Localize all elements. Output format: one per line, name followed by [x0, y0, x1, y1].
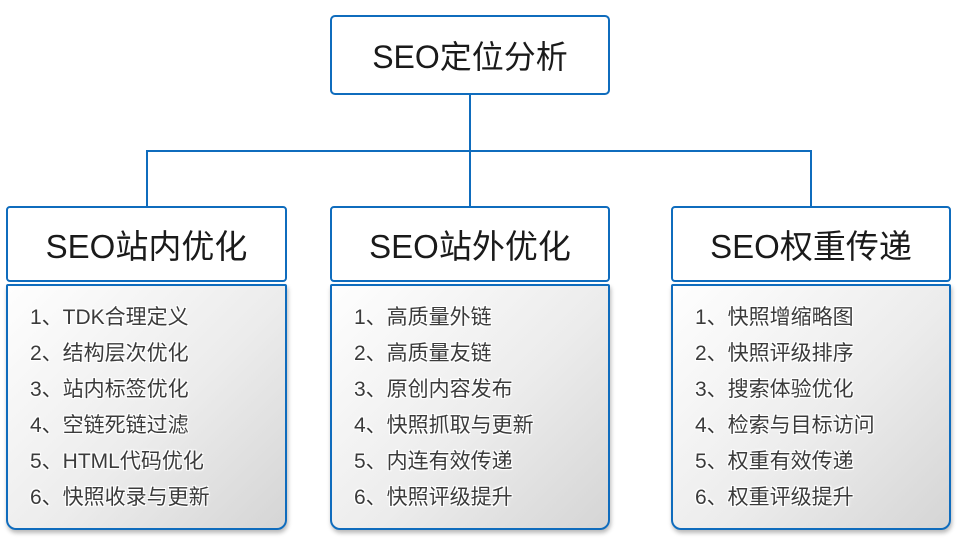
branch-offsite-list: 1、高质量外链 2、高质量友链 3、原创内容发布 4、快照抓取与更新 5、内连有… — [330, 284, 610, 530]
list-item: 3、原创内容发布 — [354, 378, 513, 401]
root-node: SEO定位分析 — [330, 15, 610, 95]
branch-offsite-title: SEO站外优化 — [369, 228, 571, 265]
list-item: 2、结构层次优化 — [30, 342, 189, 365]
list-item: 4、检索与目标访问 — [695, 414, 875, 437]
branch-offsite: SEO站外优化 1、高质量外链 2、高质量友链 3、原创内容发布 4、快照抓取与… — [330, 206, 610, 530]
connector-drop-center — [469, 150, 471, 207]
connector-drop-left — [146, 150, 148, 207]
branch-onsite-list: 1、TDK合理定义 2、结构层次优化 3、站内标签优化 4、空链死链过滤 5、H… — [6, 284, 287, 530]
connector-drop-right — [810, 150, 812, 207]
list-item: 5、权重有效传递 — [695, 450, 854, 473]
list-item: 5、内连有效传递 — [354, 450, 513, 473]
branch-onsite-header: SEO站内优化 — [6, 206, 287, 282]
branch-offsite-header: SEO站外优化 — [330, 206, 610, 282]
list-item: 1、快照增缩略图 — [695, 306, 854, 329]
root-title: SEO定位分析 — [372, 39, 568, 75]
list-item: 3、搜索体验优化 — [695, 378, 854, 401]
list-item: 4、快照抓取与更新 — [354, 414, 534, 437]
list-item: 3、站内标签优化 — [30, 378, 189, 401]
connector-horizontal — [146, 150, 812, 152]
list-item: 4、空链死链过滤 — [30, 414, 189, 437]
connector-root-vertical — [469, 95, 471, 151]
list-item: 6、快照收录与更新 — [30, 486, 210, 509]
branch-weight-header: SEO权重传递 — [671, 206, 951, 282]
branch-weight-title: SEO权重传递 — [710, 228, 912, 265]
list-item: 5、HTML代码优化 — [30, 450, 204, 473]
branch-onsite-title: SEO站内优化 — [45, 228, 248, 265]
list-item: 1、高质量外链 — [354, 306, 492, 329]
branch-onsite: SEO站内优化 1、TDK合理定义 2、结构层次优化 3、站内标签优化 4、空链… — [6, 206, 287, 530]
list-item: 2、高质量友链 — [354, 342, 492, 365]
branch-weight-list: 1、快照增缩略图 2、快照评级排序 3、搜索体验优化 4、检索与目标访问 5、权… — [671, 284, 951, 530]
list-item: 6、快照评级提升 — [354, 486, 513, 509]
list-item: 6、权重评级提升 — [695, 486, 854, 509]
branch-weight: SEO权重传递 1、快照增缩略图 2、快照评级排序 3、搜索体验优化 4、检索与… — [671, 206, 951, 530]
list-item: 1、TDK合理定义 — [30, 306, 189, 329]
list-item: 2、快照评级排序 — [695, 342, 854, 365]
